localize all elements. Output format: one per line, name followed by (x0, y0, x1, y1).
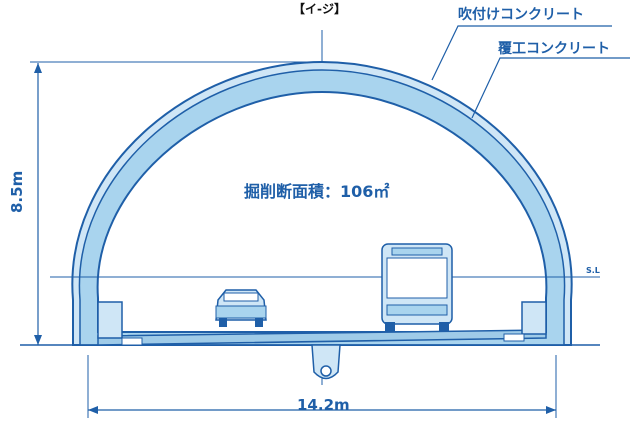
width-arrow-left (88, 406, 98, 414)
header-label: 【イ-ジ】 (293, 2, 346, 16)
spring-line-label: S.L (586, 266, 600, 275)
width-label: 14.2m (297, 396, 350, 414)
lining-label: 覆工コンクリート (498, 41, 610, 57)
excavation-area-label: 掘削断面積：106㎡ (244, 182, 390, 201)
height-arrow-bottom (34, 335, 42, 345)
road-slab (97, 329, 547, 346)
shotcrete-label: 吹付けコンクリート (458, 7, 584, 23)
shotcrete-leader (431, 25, 612, 81)
right-curb (503, 301, 547, 342)
lining-leader (471, 57, 630, 119)
car-icon (215, 289, 267, 327)
left-curb (97, 301, 143, 346)
drain-pipe (320, 365, 332, 377)
center-drain (311, 344, 341, 380)
bus-icon (381, 243, 453, 331)
height-arrow-top (34, 63, 42, 73)
height-label: 8.5m (8, 170, 26, 213)
width-arrow-right (546, 406, 556, 414)
